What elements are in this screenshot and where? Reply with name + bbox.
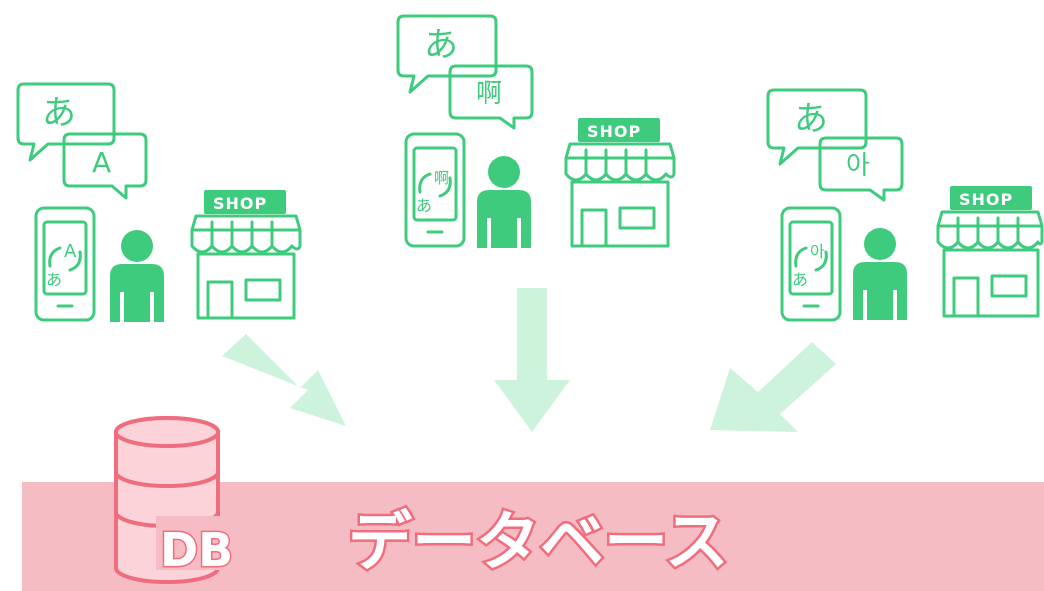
person-icon	[477, 156, 531, 248]
phone-native-text: あ	[416, 196, 432, 215]
group-chinese: あ 啊 啊 あ SHOP	[396, 14, 676, 248]
smartphone-translate-icon	[34, 206, 96, 322]
speech-bubble-icon	[448, 64, 534, 130]
bubble-foreign-text: 啊	[476, 79, 502, 109]
database-title: データベース	[348, 506, 729, 580]
shop-icon	[564, 118, 676, 248]
smartphone-translate-icon	[780, 206, 842, 322]
smartphone-translate-icon	[404, 132, 466, 248]
speech-bubble-icon	[396, 14, 498, 94]
group-english: あ A A あ	[16, 82, 302, 322]
phone-foreign-text: 아	[810, 242, 825, 261]
speech-bubble-icon	[16, 82, 116, 162]
phone-native-text: あ	[46, 270, 62, 289]
speech-bubble-icon	[818, 136, 904, 202]
shop-icon	[936, 186, 1044, 318]
person-icon	[110, 230, 164, 322]
shop-sign-text: SHOP	[213, 194, 267, 213]
speech-bubble-icon	[62, 132, 148, 200]
arrow-icon	[222, 288, 836, 432]
phone-foreign-text: A	[64, 241, 77, 262]
speech-bubble-icon	[766, 88, 868, 166]
bubble-foreign-text: 아	[846, 151, 870, 181]
shop-icon	[190, 190, 302, 320]
bubble-native-text: あ	[794, 99, 828, 139]
bubble-native-text: あ	[424, 25, 458, 65]
arrow-center-icon	[494, 288, 570, 432]
shop-sign-text: SHOP	[587, 122, 641, 141]
bubble-native-text: あ	[42, 93, 76, 133]
group-korean: あ 아 아 あ SHOP	[766, 88, 1044, 322]
shop-sign-text: SHOP	[959, 190, 1013, 209]
phone-foreign-text: 啊	[434, 169, 449, 187]
db-label: DB	[160, 523, 233, 577]
person-icon	[853, 228, 907, 320]
arrow-left-icon	[222, 334, 346, 426]
phone-native-text: あ	[792, 270, 808, 289]
database-icon	[114, 416, 252, 584]
arrow-right-icon	[710, 342, 836, 432]
bubble-foreign-text: A	[92, 146, 111, 179]
